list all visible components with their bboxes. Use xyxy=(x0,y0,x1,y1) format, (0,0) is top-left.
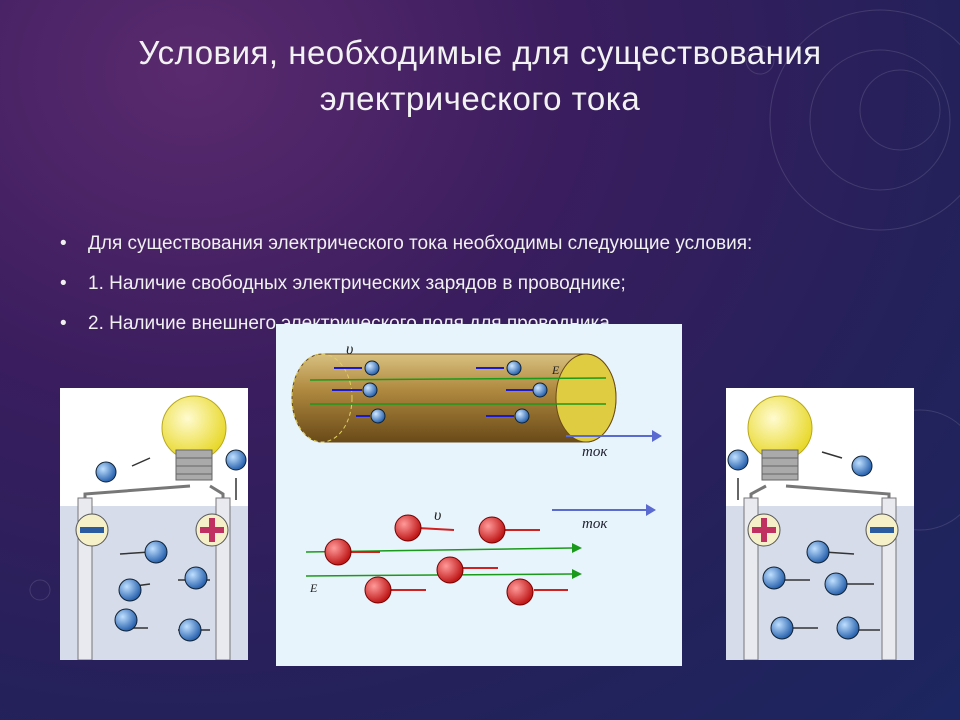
conductor-diagram: υ E ток ток xyxy=(276,324,682,666)
light-bulb-icon xyxy=(747,395,813,481)
field-label-top: E xyxy=(551,363,560,377)
slide-title-line-1: Условия, необходимые для существования xyxy=(138,34,822,71)
field-label-bottom: E xyxy=(309,581,318,595)
bullet-item-2: • 1. Наличие свободных электрических зар… xyxy=(60,272,860,296)
current-label-bottom: ток xyxy=(582,516,608,532)
current-label-top: ток xyxy=(582,444,608,460)
bullet-marker: • xyxy=(60,313,67,334)
bullet-item-1: • Для существования электрического тока … xyxy=(60,232,860,256)
slide-title: Условия, необходимые для существования э… xyxy=(40,30,920,122)
bullet-list: • Для существования электрического тока … xyxy=(60,232,860,352)
left-circuit-figure xyxy=(60,388,248,661)
velocity-label-bottom: υ xyxy=(434,507,441,524)
bullet-marker: • xyxy=(60,233,67,254)
bullet-marker: • xyxy=(60,273,67,294)
slide-title-line-2: электрического тока xyxy=(319,80,641,117)
bullet-text: Для существования электрического тока не… xyxy=(88,233,753,254)
bullet-text: 1. Наличие свободных электрических заряд… xyxy=(88,273,626,294)
right-circuit-figure xyxy=(726,388,914,661)
velocity-label-top: υ xyxy=(346,341,353,358)
light-bulb-icon xyxy=(161,395,227,481)
